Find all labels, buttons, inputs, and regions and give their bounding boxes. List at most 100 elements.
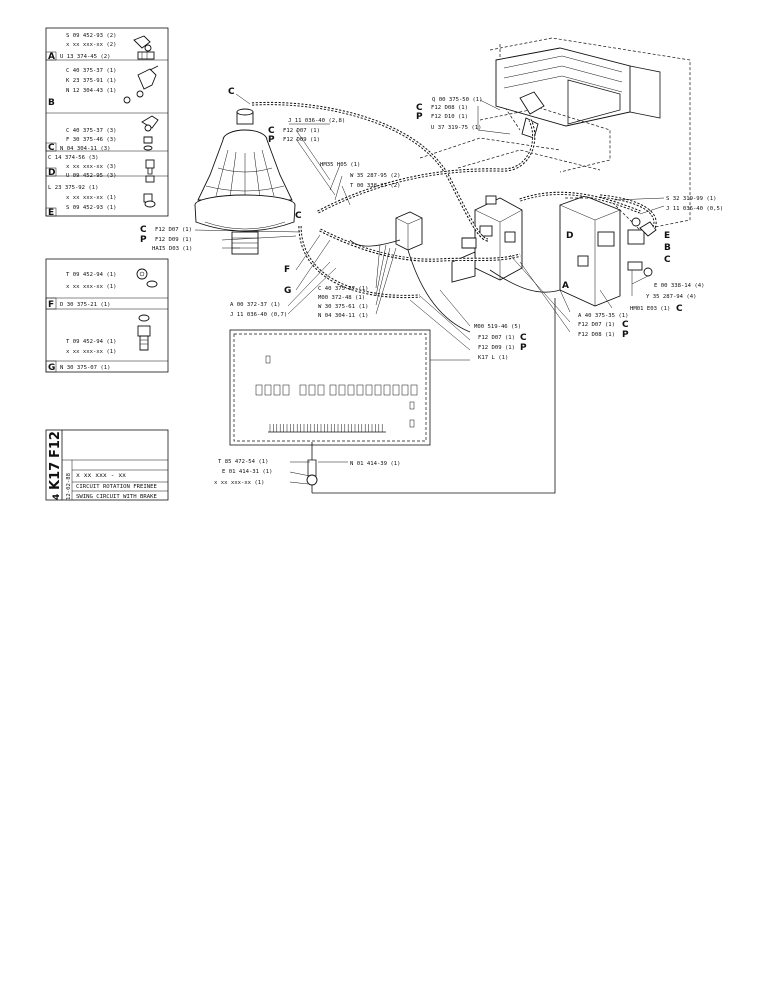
title-part-number: x xx xxx - xx <box>76 471 126 479</box>
legend-part: F 30 375-46 (3) <box>66 137 117 143</box>
callout-letter-b: B <box>664 243 671 253</box>
legend-part: C 40 375-37 (3) <box>66 128 117 134</box>
relay-module <box>392 384 400 396</box>
callout-letter-p: P <box>416 112 423 122</box>
legend-part: x xx xxx-xx (2) <box>66 42 117 48</box>
callout-letter-c: C <box>268 126 275 136</box>
fitting-icon <box>137 51 155 60</box>
callout-part: T 85 472-54 (1) <box>218 459 269 465</box>
callout-hose-length: J 11 036-40 (2,8) <box>288 118 345 124</box>
drawing-code-k: K17 <box>48 462 63 490</box>
callout-letter-p: P <box>622 330 629 340</box>
callout-part: F12 D10 (1) <box>431 114 468 120</box>
callout-part: F12 D09 (1) <box>283 137 320 143</box>
callout-part: T 00 338-27 (2) <box>350 183 401 189</box>
legend-letter-a: A <box>48 52 55 62</box>
legend-part: C 14 374-56 (3) <box>48 155 99 161</box>
callout-part: F12 D09 (1) <box>155 237 192 243</box>
hose-lines <box>251 101 657 333</box>
callout-letter-c: C <box>676 304 683 314</box>
relay-module <box>317 384 325 396</box>
relay-module <box>356 384 364 396</box>
electric-cable <box>312 298 556 494</box>
callout-letter-p: P <box>140 235 147 245</box>
relay-module <box>410 384 418 396</box>
legend-upper-box: A B C D E S 09 452-93 (2) x xx xxx-xx (2… <box>45 27 169 218</box>
callout-part: F12 D08 (1) <box>431 105 468 111</box>
callout-part: F12 D07 (1) <box>283 128 320 134</box>
callout-hose-length: J 11 036-40 (0,7) <box>230 312 287 318</box>
callout-part: Y 35 287-94 (4) <box>646 294 697 300</box>
callout-part: F12 D07 (1) <box>578 322 615 328</box>
relay-module <box>273 384 281 396</box>
fitting-icon <box>143 193 156 208</box>
callout-letter-c: C <box>295 211 302 221</box>
callout-letter-c: C <box>520 333 527 343</box>
relay-module <box>299 384 307 396</box>
leader-lines <box>194 93 665 485</box>
legend-part: T 09 452-94 (1) <box>66 339 117 345</box>
legend-letter-d: D <box>48 168 55 178</box>
callout-letter-c: C <box>416 103 423 113</box>
callout-letter-f: F <box>284 265 290 275</box>
relay-row <box>255 384 418 396</box>
legend-part: U 09 452-95 (3) <box>66 173 117 179</box>
title-french: CIRCUIT ROTATION FREINEE <box>76 484 157 490</box>
legend-part: U 13 374-45 (2) <box>60 54 111 60</box>
legend-part: S 09 452-93 (2) <box>66 33 117 39</box>
relay-module <box>329 384 337 396</box>
callout-letter-e: E <box>664 231 670 241</box>
pressure-switch <box>395 211 423 251</box>
fitting-icon <box>141 115 159 151</box>
callout-part: C 40 375-37 (1) <box>318 286 369 292</box>
legend-letter-e: E <box>48 208 54 218</box>
relay-module <box>347 384 355 396</box>
callout-labels: C J 11 036-40 (2,8) C F12 D07 (1) P F12 … <box>140 87 723 486</box>
swing-motor <box>194 108 296 255</box>
callout-letter-p: P <box>520 343 527 353</box>
legend-part: C 40 375-37 (1) <box>66 68 117 74</box>
relay-module <box>401 384 409 396</box>
legend-part: N 04 304-11 (3) <box>60 146 111 152</box>
callout-part: HM01 E03 (1) <box>630 306 670 312</box>
legend-letter-b: B <box>48 98 55 108</box>
relay-module <box>338 384 346 396</box>
title-block: F12 K17 4 12-02-88 x xx xxx - xx CIRCUIT… <box>45 429 169 501</box>
callout-part: S 32 319-99 (1) <box>666 196 717 202</box>
callout-part: E 00 338-14 (4) <box>654 283 705 289</box>
relay-module <box>374 384 382 396</box>
callout-part: U 37 319-75 (1) <box>431 125 482 131</box>
legend-part: T 09 452-94 (1) <box>66 272 117 278</box>
callout-part: A 00 372-37 (1) <box>230 302 281 308</box>
legend-part: D 30 375-21 (1) <box>60 302 111 308</box>
legend-letter-f: F <box>48 300 54 310</box>
legend-lower-box: F G T 09 452-94 (1) x xx xxx-xx (1) D 30… <box>45 258 169 373</box>
legend-part: x xx xxx-xx (1) <box>66 284 117 290</box>
callout-part: F12 D08 (1) <box>578 332 615 338</box>
fitting-icon <box>136 268 158 288</box>
callout-part: M00 519-46 (5) <box>474 324 521 330</box>
relay-module <box>308 384 316 396</box>
callout-part: Q 00 375-50 (1) <box>432 97 483 103</box>
callout-part: K17 L (1) <box>478 355 508 361</box>
callout-letter-a: A <box>562 281 569 291</box>
callout-part: W 30 375-61 (1) <box>318 304 369 310</box>
fitting-icon <box>137 314 151 351</box>
relay-module <box>264 384 272 396</box>
callout-hose-length: J 11 036-40 (0,5) <box>666 206 723 212</box>
callout-letter-d: D <box>566 231 573 241</box>
relay-module <box>282 384 290 396</box>
fitting-icon <box>123 65 159 104</box>
drawing-code-sub: 4 <box>52 494 62 500</box>
legend-part: L 23 375-92 (1) <box>48 185 99 191</box>
callout-part: F12 D07 (1) <box>155 227 192 233</box>
title-english: SWING CIRCUIT WITH BRAKE <box>76 494 157 500</box>
callout-part: N 01 414-39 (1) <box>350 461 401 467</box>
machine-housing <box>419 37 691 231</box>
drawing-code-f: F12 <box>48 431 63 458</box>
callout-letter-p: P <box>268 135 275 145</box>
fitting-icon <box>133 35 152 52</box>
callout-letter-c: C <box>228 87 235 97</box>
callout-part: F12 D09 (1) <box>478 345 515 351</box>
